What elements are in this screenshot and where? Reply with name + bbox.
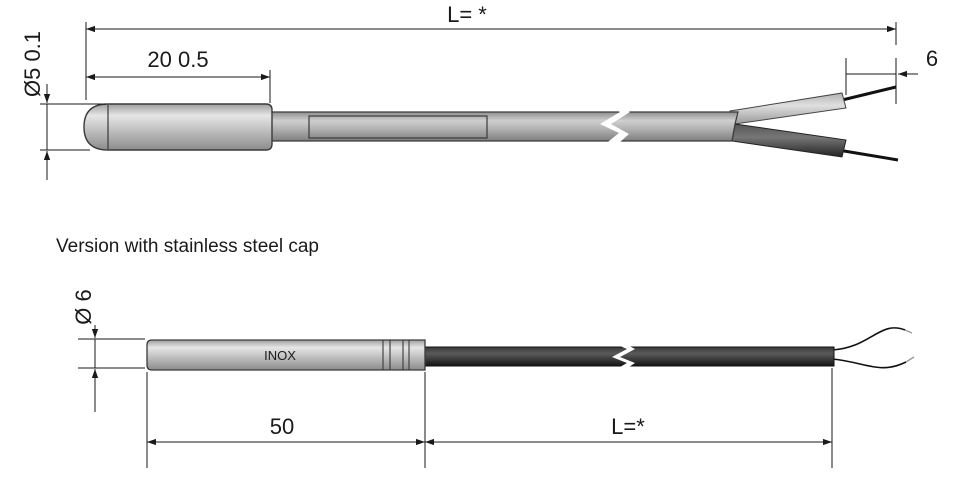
break-symbol bbox=[599, 101, 630, 151]
dim-strip-length-label: 6 bbox=[926, 46, 938, 71]
top-wires bbox=[729, 85, 899, 162]
dim-overall-length-label: L= * bbox=[447, 2, 487, 27]
bottom-break-symbol bbox=[612, 341, 635, 373]
wire-dark bbox=[731, 123, 847, 158]
dim-strip-length: 6 bbox=[845, 46, 938, 104]
dim-top-diameter-label: Ø5 0.1 bbox=[20, 31, 45, 97]
dim-overall-length: L= * bbox=[85, 2, 897, 100]
bottom-wires bbox=[831, 327, 915, 369]
dim-tip-length: 20 0.5 bbox=[86, 47, 271, 103]
dim-top-diameter: Ø5 0.1 bbox=[20, 31, 106, 180]
label-sleeve bbox=[308, 115, 488, 139]
dim-bottom-diameter-label: Ø 6 bbox=[71, 289, 96, 324]
bottom-probe: INOX Ø 6 50 L=* bbox=[71, 289, 915, 468]
caption: Version with stainless steel cap bbox=[56, 236, 319, 257]
top-probe: L= * 20 0.5 6 Ø5 0.1 bbox=[20, 2, 938, 180]
dim-cap-length-label: 50 bbox=[270, 414, 294, 439]
bottom-cap bbox=[146, 339, 426, 371]
dim-cable-length-label: L=* bbox=[611, 414, 645, 439]
cap-marking: INOX bbox=[264, 348, 296, 363]
dim-cable-length: L=* bbox=[425, 368, 833, 468]
dim-bottom-diameter: Ø 6 bbox=[71, 289, 145, 412]
wire-light bbox=[729, 92, 847, 125]
dim-tip-length-label: 20 0.5 bbox=[147, 47, 208, 72]
dim-cap-length: 50 bbox=[146, 372, 426, 468]
top-cap bbox=[83, 103, 273, 151]
